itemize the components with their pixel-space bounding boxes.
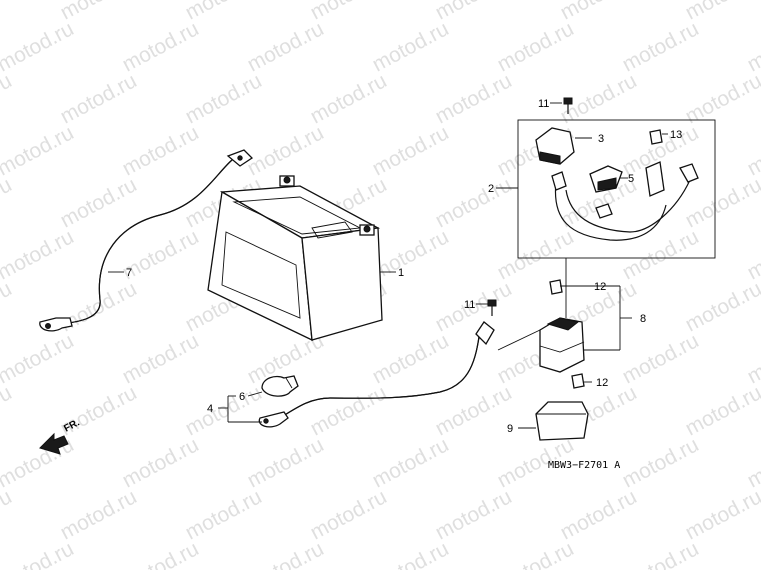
callout-11-upper: 11 xyxy=(538,98,549,110)
watermark-text: motod.ru xyxy=(744,433,761,492)
watermark-text: motod.ru xyxy=(0,121,78,180)
battery-negative-cable xyxy=(39,149,254,332)
watermark-text: motod.ru xyxy=(432,0,516,24)
watermark-text: motod.ru xyxy=(744,17,761,76)
diagram-code: MBW3−F2701 A xyxy=(548,460,620,471)
watermark-text: motod.ru xyxy=(182,381,266,440)
watermark-text: motod.ru xyxy=(119,121,203,180)
starter-relay xyxy=(539,317,585,373)
watermark-text: motod.ru xyxy=(0,381,16,440)
watermark-text: motod.ru xyxy=(619,329,703,388)
watermark-text: motod.ru xyxy=(432,173,516,232)
fuse-12-upper xyxy=(549,279,563,295)
watermark-text: motod.ru xyxy=(369,17,453,76)
watermark-text: motod.ru xyxy=(744,329,761,388)
callout-11-lower: 11 xyxy=(464,299,475,311)
callout-13: 13 xyxy=(670,129,682,141)
bolt-11-upper xyxy=(563,97,573,114)
watermark-text: motod.ru xyxy=(682,381,761,440)
watermark-text: motod.ru xyxy=(369,433,453,492)
callout-8: 8 xyxy=(640,313,646,325)
watermark-text: motod.ru xyxy=(369,537,453,570)
watermark-text: motod.ru xyxy=(619,17,703,76)
fuse-wiring-harness xyxy=(551,161,699,241)
watermark-text: motod.ru xyxy=(0,537,78,570)
watermark-text: motod.ru xyxy=(369,329,453,388)
watermark-text: motod.ru xyxy=(57,0,141,24)
watermark-text: motod.ru xyxy=(0,485,16,544)
fuse-box-assembly-frame xyxy=(517,119,716,259)
watermark-text: motod.ru xyxy=(0,0,16,24)
callout-4: 4 xyxy=(207,403,213,415)
watermark-text: motod.ru xyxy=(432,381,516,440)
watermark-text: motod.ru xyxy=(307,381,391,440)
watermark-text: motod.ru xyxy=(307,485,391,544)
relay-cover xyxy=(535,401,589,441)
battery xyxy=(207,175,396,342)
callout-2: 2 xyxy=(488,183,494,195)
watermark-text: motod.ru xyxy=(57,173,141,232)
battery-positive-cable xyxy=(258,321,495,428)
watermark-text: motod.ru xyxy=(619,537,703,570)
fuse-12-lower xyxy=(571,373,585,389)
watermark-text: motod.ru xyxy=(369,225,453,284)
watermark-text: motod.ru xyxy=(244,537,328,570)
watermark-text: motod.ru xyxy=(244,17,328,76)
callout-5: 5 xyxy=(628,173,634,185)
spare-fuse-13 xyxy=(649,129,668,145)
watermark-text: motod.ru xyxy=(682,277,761,336)
watermark-text: motod.ru xyxy=(0,69,16,128)
watermark-text: motod.ru xyxy=(182,485,266,544)
watermark-text: motod.ru xyxy=(494,537,578,570)
callout-3: 3 xyxy=(598,133,604,145)
watermark-text: motod.ru xyxy=(369,121,453,180)
watermark-text: motod.ru xyxy=(57,69,141,128)
watermark-text: motod.ru xyxy=(182,69,266,128)
watermark-text: motod.ru xyxy=(119,17,203,76)
watermark-text: motod.ru xyxy=(0,277,16,336)
watermark-text: motod.ru xyxy=(682,173,761,232)
watermark-text: motod.ru xyxy=(619,225,703,284)
callout-9: 9 xyxy=(507,423,513,435)
watermark-text: motod.ru xyxy=(57,485,141,544)
watermark-text: motod.ru xyxy=(744,121,761,180)
watermark-text: motod.ru xyxy=(244,433,328,492)
watermark-text: motod.ru xyxy=(619,433,703,492)
watermark-text: motod.ru xyxy=(0,329,78,388)
leader-lines xyxy=(218,102,632,429)
terminal-cover xyxy=(261,375,299,397)
watermark-text: motod.ru xyxy=(57,277,141,336)
watermark-text: motod.ru xyxy=(682,485,761,544)
watermark-text: motod.ru xyxy=(307,0,391,24)
watermark-text: motod.ru xyxy=(432,69,516,128)
callout-1: 1 xyxy=(398,267,404,279)
callout-6: 6 xyxy=(239,391,245,403)
watermark-text: motod.ru xyxy=(119,329,203,388)
watermark-text: motod.ru xyxy=(0,173,16,232)
watermark-text: motod.ru xyxy=(494,225,578,284)
callout-12-lower: 12 xyxy=(596,377,608,389)
watermark-text: motod.ru xyxy=(557,485,641,544)
callout-12-upper: 12 xyxy=(594,281,606,293)
watermark-text: motod.ru xyxy=(244,121,328,180)
watermark-text: motod.ru xyxy=(119,537,203,570)
fuse-holder-clip xyxy=(589,165,628,193)
bolt-11-lower xyxy=(487,299,497,316)
watermark-text: motod.ru xyxy=(682,69,761,128)
watermark-text: motod.ru xyxy=(557,0,641,24)
watermark-text: motod.ru xyxy=(307,69,391,128)
callout-7: 7 xyxy=(126,267,132,279)
watermark-text: motod.ru xyxy=(432,485,516,544)
watermark-text: motod.ru xyxy=(0,17,78,76)
watermark-text: motod.ru xyxy=(744,537,761,570)
watermark-text: motod.ru xyxy=(744,225,761,284)
fuse-box-cover xyxy=(535,127,592,165)
watermark-text: motod.ru xyxy=(494,17,578,76)
watermark-text: motod.ru xyxy=(119,433,203,492)
watermark-text: motod.ru xyxy=(0,225,78,284)
watermark-text: motod.ru xyxy=(182,0,266,24)
